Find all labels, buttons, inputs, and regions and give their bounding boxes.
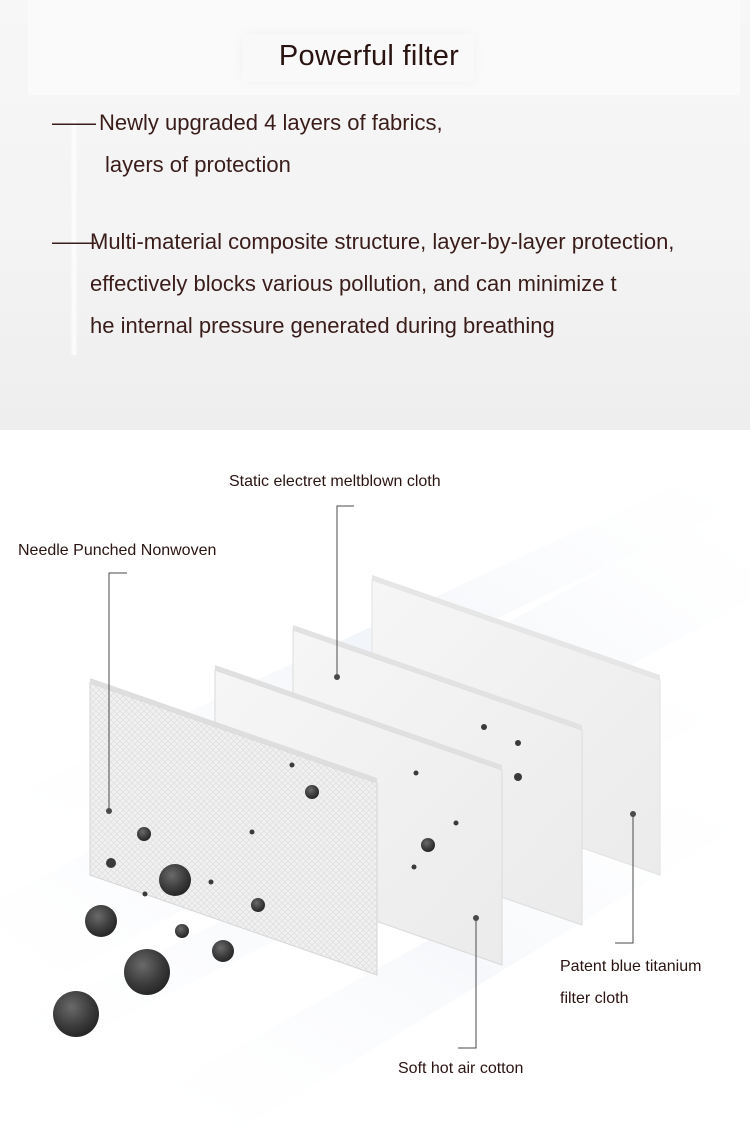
feature-2-line-3: he internal pressure generated during br…	[90, 313, 555, 338]
leader-static-electret	[336, 505, 354, 677]
label-patent-blue-line-2: filter cloth	[560, 990, 629, 1007]
leader-patent-blue	[615, 814, 634, 944]
label-patent-blue-line-1: Patent blue titanium	[560, 958, 702, 975]
feature-2-dash: ——	[52, 229, 96, 254]
title-box	[242, 34, 474, 82]
leader-soft-hot-air	[458, 918, 477, 1049]
particles	[53, 724, 522, 1037]
feature-1-line-1: Newly upgraded 4 layers of fabrics,	[99, 110, 443, 135]
decorative-line	[70, 120, 78, 355]
label-needle-punched: Needle Punched Nonwoven	[18, 542, 217, 559]
page-title: Powerful filter	[278, 40, 460, 72]
feature-1-dash: ——	[52, 110, 96, 135]
feature-2-line-1: Multi-material composite structure, laye…	[90, 229, 675, 254]
layer-needle-punched	[89, 678, 378, 976]
leader-dots	[106, 674, 636, 921]
feature-2-line-2: effectively blocks various pollution, an…	[90, 271, 617, 296]
label-static-electret: Static electret meltblown cloth	[229, 473, 441, 490]
leader-lines	[108, 505, 634, 1049]
leader-needle-punched	[108, 572, 127, 811]
feature-1-line-2: layers of protection	[105, 152, 291, 177]
label-soft-hot-air: Soft hot air cotton	[398, 1060, 524, 1077]
